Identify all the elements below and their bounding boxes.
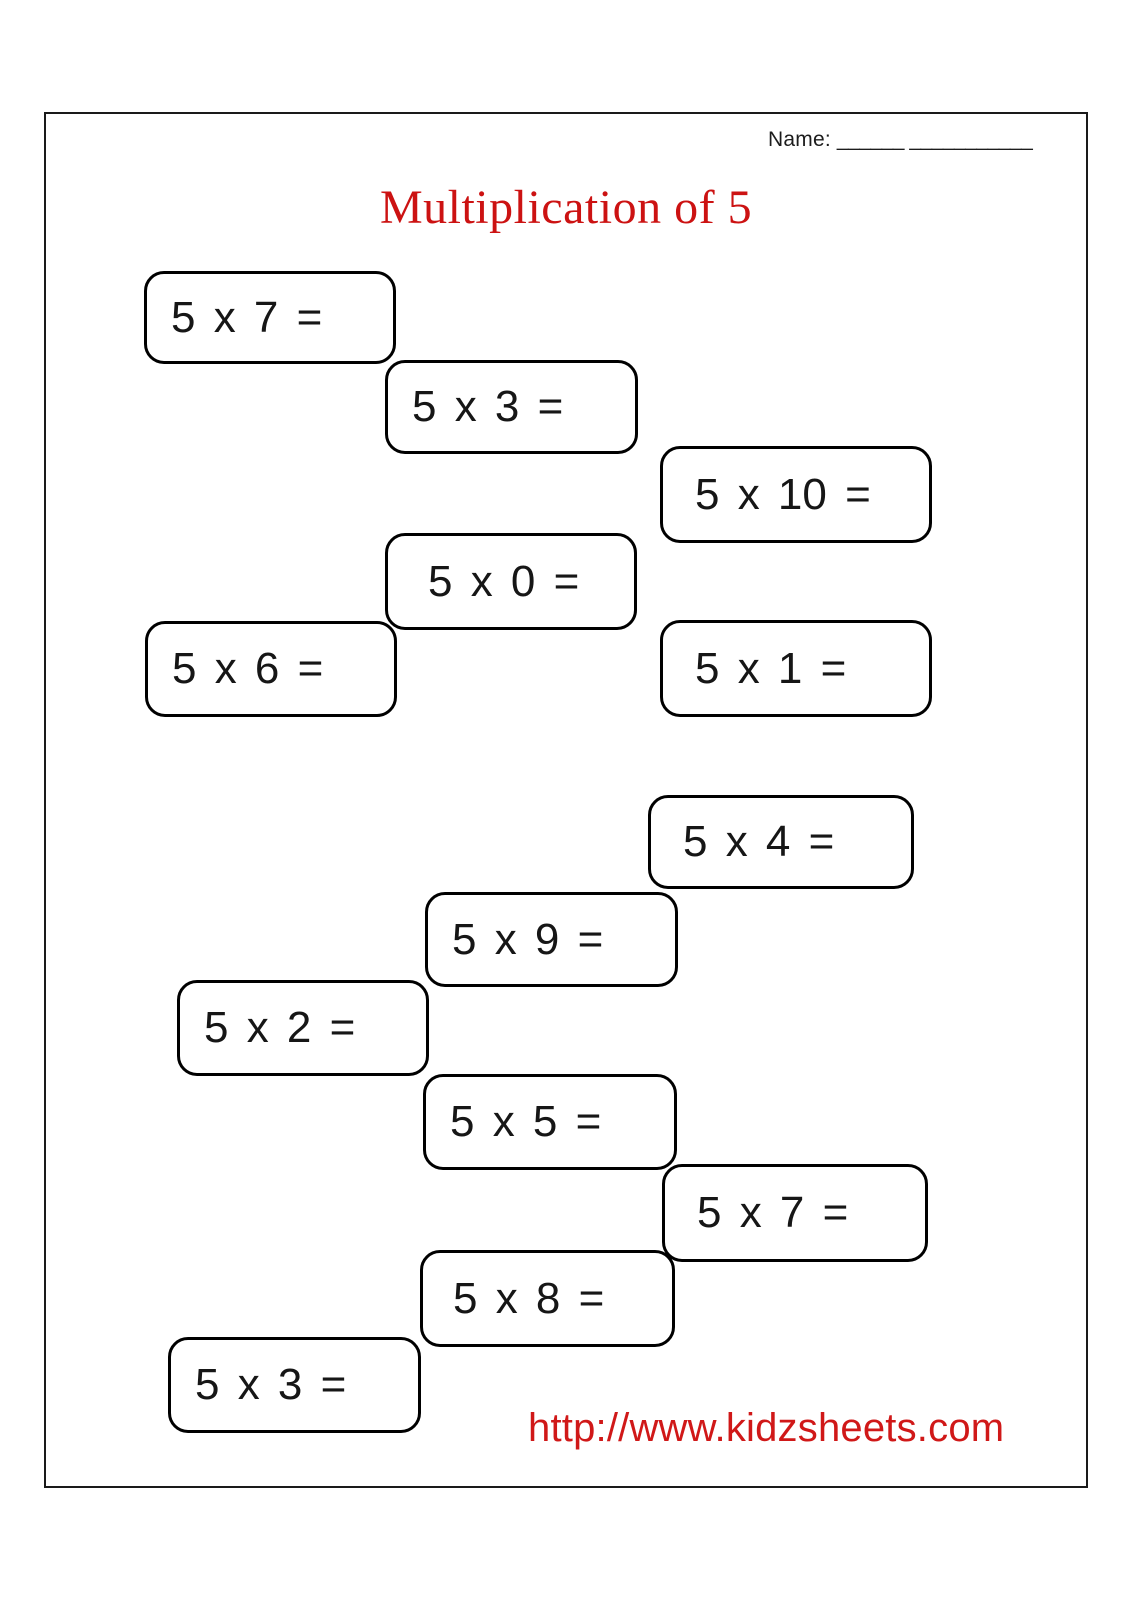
problem-box: 5 x 7 = bbox=[662, 1164, 928, 1262]
problem-box: 5 x 3 = bbox=[385, 360, 638, 454]
problem-box: 5 x 5 = bbox=[423, 1074, 677, 1170]
problem-box: 5 x 2 = bbox=[177, 980, 429, 1076]
problem-label: 5 x 0 = bbox=[428, 556, 580, 606]
problem-label: 5 x 3 = bbox=[412, 382, 564, 431]
problem-box: 5 x 7 = bbox=[144, 271, 396, 364]
problem-label: 5 x 5 = bbox=[450, 1097, 602, 1146]
problem-label: 5 x 9 = bbox=[452, 914, 604, 964]
problem-label: 5 x 7 = bbox=[697, 1188, 849, 1237]
problem-box: 5 x 10 = bbox=[660, 446, 932, 543]
problem-box: 5 x 1 = bbox=[660, 620, 932, 717]
problem-label: 5 x 8 = bbox=[453, 1273, 605, 1323]
problem-box: 5 x 0 = bbox=[385, 533, 637, 630]
page-title: Multiplication of 5 bbox=[379, 181, 753, 234]
problem-box: 5 x 8 = bbox=[420, 1250, 675, 1347]
problem-label: 5 x 1 = bbox=[695, 643, 847, 693]
problem-label: 5 x 7 = bbox=[171, 292, 323, 342]
name-label: Name: bbox=[768, 128, 831, 151]
footer-url-link[interactable]: http://www.kidzsheets.com bbox=[528, 1406, 1005, 1450]
problem-label: 5 x 2 = bbox=[204, 1003, 356, 1052]
problem-box: 5 x 4 = bbox=[648, 795, 914, 889]
problem-label: 5 x 6 = bbox=[172, 644, 324, 693]
problem-label: 5 x 3 = bbox=[195, 1360, 347, 1409]
problem-box: 5 x 3 = bbox=[168, 1337, 421, 1433]
problem-box: 5 x 6 = bbox=[145, 621, 397, 717]
problem-label: 5 x 4 = bbox=[683, 817, 835, 866]
problem-label: 5 x 10 = bbox=[695, 469, 871, 519]
name-blank-line: ______ ___________ bbox=[836, 128, 1033, 151]
name-field: Name: ______ ___________ bbox=[768, 128, 1033, 152]
problem-box: 5 x 9 = bbox=[425, 892, 678, 987]
